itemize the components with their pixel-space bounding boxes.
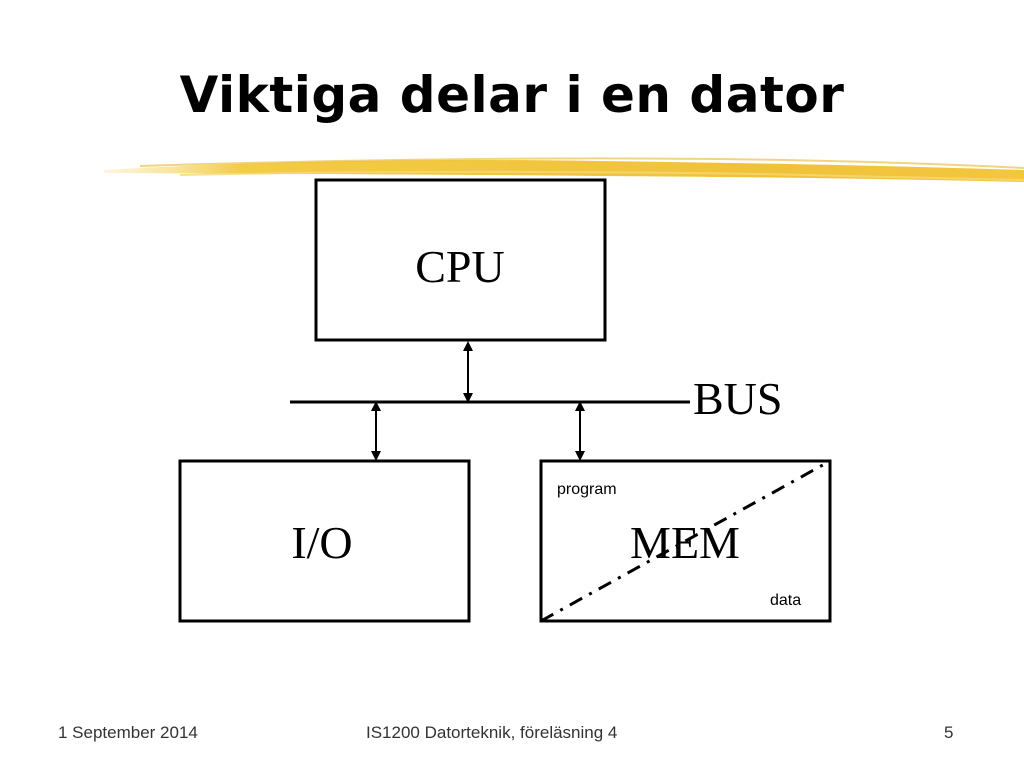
mem-label: MEM bbox=[630, 517, 740, 568]
cpu-box bbox=[314, 178, 607, 342]
footer-date: 1 September 2014 bbox=[58, 723, 198, 742]
mem-data-label: data bbox=[770, 592, 801, 609]
io-box bbox=[178, 459, 471, 623]
slide-title: Viktiga delar i en dator bbox=[179, 66, 845, 124]
footer-page-number: 5 bbox=[944, 723, 954, 742]
cpu-label: CPU bbox=[415, 241, 504, 292]
mem-divider-dashdot bbox=[540, 459, 831, 623]
title-underline-stroke bbox=[104, 157, 1024, 182]
io-label: I/O bbox=[291, 517, 352, 568]
bus-label: BUS bbox=[693, 373, 782, 424]
mem-program-label: program bbox=[557, 481, 617, 498]
footer-course: IS1200 Datorteknik, föreläsning 4 bbox=[366, 723, 618, 742]
